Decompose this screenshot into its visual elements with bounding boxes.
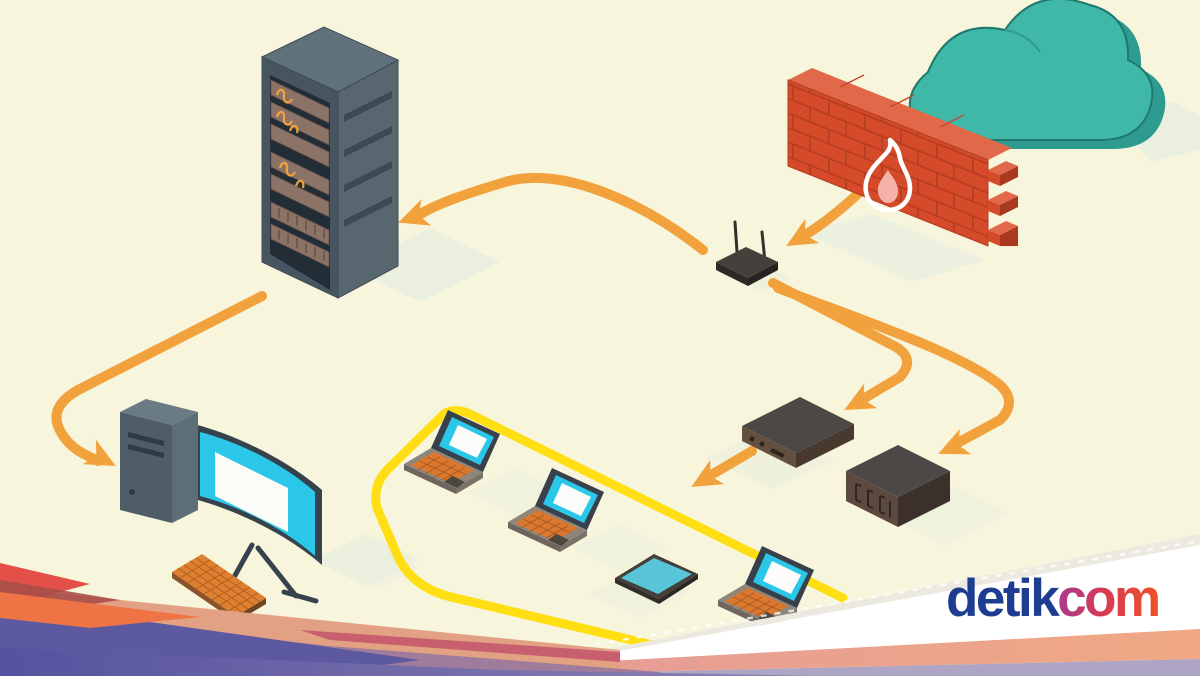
desktop-computer-icon: [120, 399, 322, 622]
footer-offwhite-edge: [468, 534, 1200, 676]
cloud-icon: [908, 0, 1166, 149]
firewall-brick-wall-icon: [787, 68, 1018, 247]
tablet-icon: [615, 554, 698, 604]
flow-arrows: [51, 173, 1014, 483]
arrow-switch1-zone: [701, 446, 757, 483]
arrow-server-desktop: [51, 291, 267, 466]
logo-com-text: com: [1057, 569, 1161, 628]
server-rack-icon: [260, 26, 400, 299]
network-switch-1-icon: [742, 397, 854, 468]
detikcom-logo: detikcom: [946, 569, 1161, 628]
footer-decoration: [0, 534, 1200, 676]
arrow-router-switch2: [773, 283, 1014, 451]
network-switch-2-icon: [846, 445, 950, 527]
logo-detik-text: detik: [946, 569, 1060, 628]
arrow-router-switch1: [768, 278, 912, 407]
arrow-router-server: [411, 173, 708, 255]
wifi-router-icon: [716, 220, 778, 286]
flame-icon: [863, 137, 913, 213]
